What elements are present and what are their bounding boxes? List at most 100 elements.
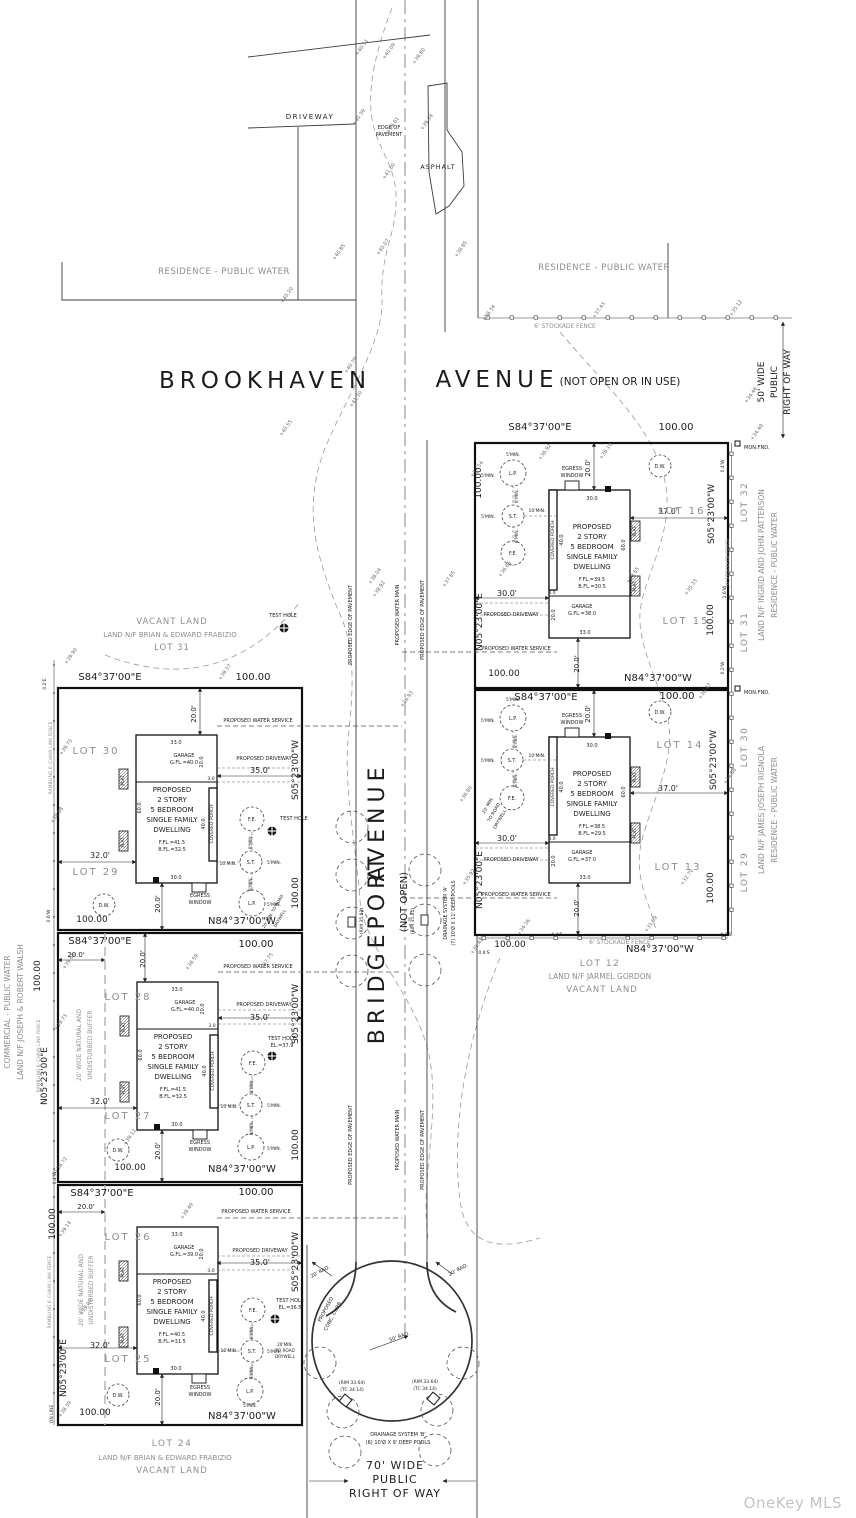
plan-label: 100.00 <box>239 939 274 950</box>
plan-label: 50' RAD. <box>389 1330 412 1343</box>
utility-circle-label: D.W. <box>99 903 110 909</box>
plan-label: 40.0 <box>559 534 565 545</box>
utility-circle-label: D.W. <box>655 710 666 716</box>
plan-label: F.FL.=41.5 <box>159 840 185 846</box>
plan-label: 100.00 <box>236 672 271 683</box>
plan-label: PROPOSED DRIVEWAY <box>232 1248 288 1254</box>
plan-label: LOT 13 <box>654 862 701 873</box>
contour-lines <box>104 7 670 1245</box>
plan-label: (RIM 33.64) <box>412 1379 438 1385</box>
plan-label: 5 BEDROOM <box>151 1053 194 1061</box>
plan-label: 100.00 <box>48 1208 58 1240</box>
plan-label: 2 STORY <box>577 533 607 541</box>
plan-label: ASPHALT <box>420 163 456 171</box>
drainage-pool-b <box>420 1393 454 1427</box>
chain-link-post <box>52 1363 56 1367</box>
plan-label: 35.0' <box>250 766 270 775</box>
plan-label: 40.0 <box>201 818 207 829</box>
plan-label: PLAT. <box>121 1022 126 1033</box>
egress-window <box>564 480 580 491</box>
plan-label: 6' STOCKADE FENCE <box>534 323 596 330</box>
plan-label: 100.00 <box>33 960 43 992</box>
plan-label: COVERED PORCH <box>210 1051 216 1090</box>
fence-post <box>725 315 730 320</box>
house-lot26-25 <box>118 1226 219 1384</box>
plan-label: +41.60 <box>381 162 397 181</box>
fence-post <box>729 595 734 600</box>
plan-label: +36.93 <box>399 690 415 709</box>
plan-label: LOT 28 <box>104 992 151 1003</box>
plan-label: COVERED PORCH <box>550 520 556 559</box>
plan-label: 2 STORY <box>157 1288 187 1296</box>
plan-label: VACANT LAND <box>566 985 638 995</box>
plan-label: 3.0 <box>207 776 214 782</box>
plan-label: RAMBLING 6' CHAIN LINK FENCE <box>47 1255 53 1328</box>
plan-label: +39.90 <box>63 647 79 666</box>
fence-post <box>653 315 658 320</box>
plan-label: TO ROAD <box>274 1348 294 1353</box>
plan-label: DRAINAGE SYSTEM 'A' <box>443 886 449 939</box>
plan-label: 32.0' <box>90 851 110 860</box>
plan-label: 0.1'S <box>720 932 731 938</box>
plan-label: +37.85 <box>441 570 457 589</box>
plan-label: 20' WIDE NATURAL AND <box>76 1009 83 1081</box>
plan-label: RESIDENCE - PUBLIC WATER <box>538 263 670 273</box>
fence-post <box>729 571 734 576</box>
plan-label: 0.6'W <box>46 909 52 922</box>
plan-label: S84°37'00"E <box>508 422 571 433</box>
utility-circle-label: D.W. <box>113 1148 124 1154</box>
fence-post <box>505 935 510 941</box>
plan-label: MON.FND. <box>744 690 770 696</box>
plan-label: +35.12 <box>728 299 744 318</box>
plan-label: (RIM 33.64) <box>339 1380 365 1386</box>
plan-label: TEST HOLE <box>279 816 308 822</box>
plan-label: +40.39 <box>351 108 367 127</box>
plan-label: 20.0 <box>199 1248 205 1259</box>
plan-label: S05°23'00"W <box>707 484 717 544</box>
watermark: OneKey MLS <box>743 1494 842 1512</box>
plan-label: 100.00 <box>706 872 716 904</box>
plan-label: EL.=37.9 <box>271 1043 294 1049</box>
plat-box <box>630 822 641 844</box>
fence-post <box>729 859 734 864</box>
utility-circle-fe <box>500 540 526 566</box>
plan-label: +39.73 <box>53 1013 69 1032</box>
plan-label: 20.0' <box>139 950 147 968</box>
plan-label: EGRESS <box>562 713 582 719</box>
plan-label: 5'MIN. <box>481 514 495 520</box>
fence-post <box>729 835 734 840</box>
plan-label: S05°23'00"W <box>291 740 301 800</box>
plan-label: GARAGE <box>174 753 195 759</box>
plan-label: 3.0 <box>548 590 555 596</box>
drainage-pool-b <box>326 1395 360 1429</box>
dimension-lines <box>57 321 786 1484</box>
fence-post <box>533 315 538 320</box>
plan-label: DRIVEWAY <box>286 113 335 121</box>
plan-label: LOT 16 <box>658 506 705 517</box>
egress-window <box>191 882 207 893</box>
plan-label: EDGE OF <box>378 125 401 131</box>
utility-circle-dw <box>92 893 116 917</box>
plan-label: PLAT. <box>632 828 637 839</box>
plan-label: EGRESS <box>190 893 210 899</box>
plan-label: N84°37'00"W <box>208 916 276 927</box>
fence-post <box>701 315 706 320</box>
plan-label: DRAINAGE SYSTEM 'B' <box>370 1432 425 1438</box>
plan-label: 20.0' <box>154 1142 162 1160</box>
plan-label: 5 BEDROOM <box>570 543 613 551</box>
plan-label: DWELLING <box>153 826 190 834</box>
plan-label: F.FL.=38.5 <box>579 824 605 830</box>
test-hole-symbol <box>270 1314 280 1324</box>
chain-link-post <box>52 1279 56 1283</box>
plat-box <box>630 520 641 542</box>
utility-circle-label: S.T. <box>247 1103 255 1109</box>
plan-label: PROPOSED WATER SERVICE <box>223 964 292 970</box>
plan-label: 20.0' <box>154 1388 162 1406</box>
plat-box <box>119 1081 130 1103</box>
plan-label: 0.6'S <box>478 950 489 956</box>
fence-post <box>729 763 734 768</box>
plan-label: F.FL.=41.5 <box>160 1087 186 1093</box>
monument-found-symbol <box>734 685 741 692</box>
manhole-symbol <box>420 914 429 926</box>
